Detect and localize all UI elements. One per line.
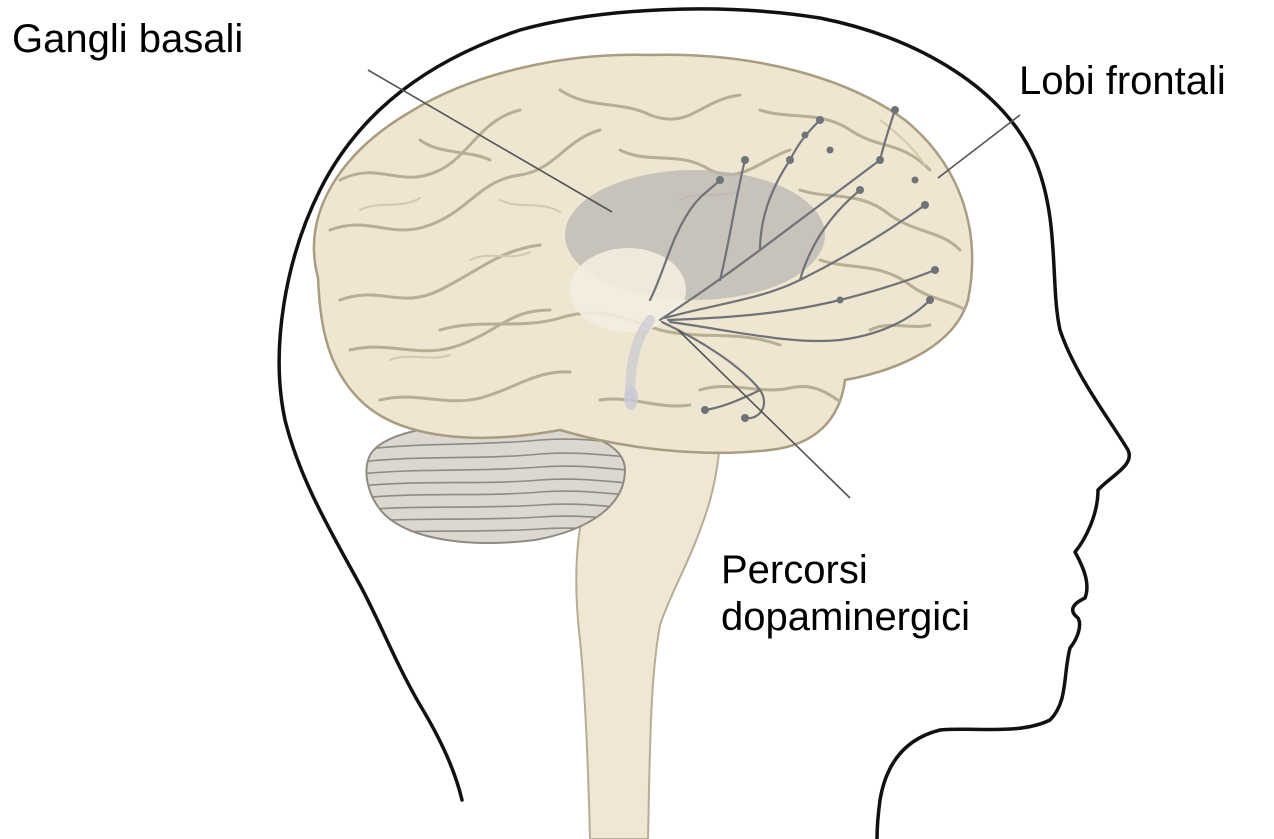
- label-dopaminergic-pathways-line1: Percorsi: [721, 547, 970, 594]
- leader-line-frontal: [938, 115, 1020, 178]
- label-basal-ganglia: Gangli basali: [12, 16, 243, 63]
- label-frontal-lobes: Lobi frontali: [1019, 58, 1226, 105]
- label-dopaminergic-pathways-line2: dopaminergici: [721, 594, 970, 641]
- label-dopaminergic-pathways: Percorsi dopaminergici: [721, 547, 970, 641]
